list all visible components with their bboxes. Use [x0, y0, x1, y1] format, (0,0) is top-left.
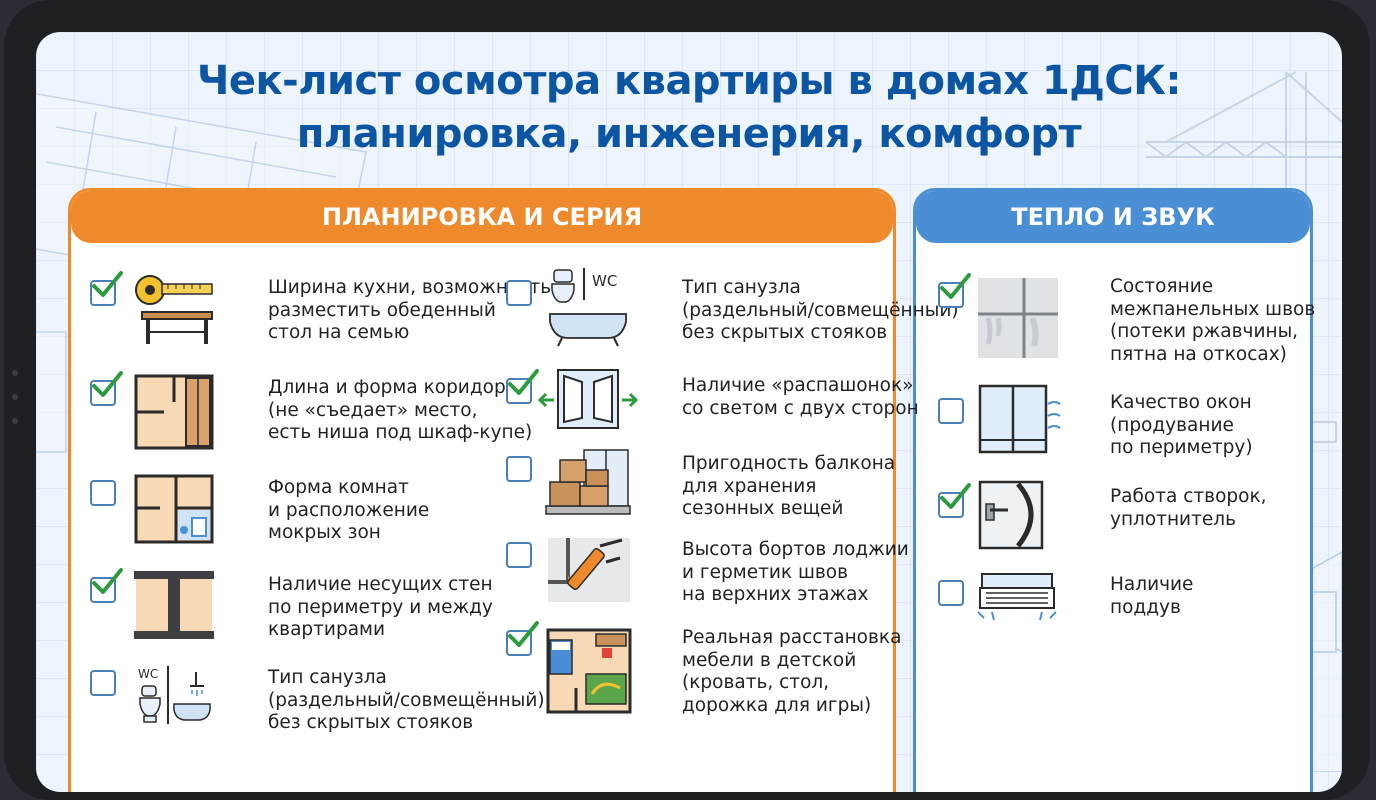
checkbox[interactable] [938, 483, 971, 518]
svg-text:WC: WC [138, 667, 158, 681]
tape-measure-table-icon [135, 275, 213, 344]
check-icon [92, 271, 123, 297]
check-icon [508, 621, 539, 647]
bathroom-type-icon: WC [138, 666, 211, 724]
room-plan-icon [134, 474, 214, 544]
check-icon [940, 273, 971, 299]
check-icon [940, 483, 971, 509]
svg-text:WC: WC [592, 272, 617, 290]
checkbox[interactable] [90, 480, 116, 506]
check-icon [92, 568, 123, 594]
checkbox[interactable] [506, 542, 532, 568]
item-text: Наличие «распашонок»со светом с двух сто… [682, 375, 919, 419]
page-title-line2: планировка, инженерия, комфорт [296, 111, 1082, 157]
kids-room-plan-icon [546, 628, 632, 714]
checkbox[interactable] [938, 580, 964, 606]
corridor-plan-icon [134, 374, 214, 450]
check-icon [92, 371, 123, 397]
item-text: Тип санузла(раздельный/совмещённый)без с… [682, 277, 959, 343]
bearing-wall-icon [134, 571, 214, 639]
toilet-bath-icon: WC [549, 268, 627, 347]
checkbox[interactable] [90, 371, 123, 406]
window-draft-icon [978, 384, 1061, 454]
double-window-icon [538, 369, 638, 429]
panel-header: ТЕПЛО И ЗВУК [916, 191, 1310, 243]
air-vent-icon [977, 573, 1057, 621]
item-text: Тип санузла(раздельный/совмещённый)без с… [268, 667, 545, 733]
check-icon [508, 369, 539, 395]
screen: Чек-лист осмотра квартиры в домах 1ДСК: … [36, 32, 1342, 792]
balcony-boxes-icon [545, 449, 631, 515]
checkbox[interactable] [506, 369, 539, 404]
checkbox[interactable] [90, 568, 123, 603]
checkbox[interactable] [90, 271, 123, 306]
sealant-gun-icon [548, 538, 630, 602]
checkbox[interactable] [938, 398, 964, 424]
bezel-buttons [12, 370, 18, 442]
panel-seam-icon [978, 278, 1058, 358]
item-text: Работа створок,уплотнитель [1110, 486, 1267, 530]
checkbox[interactable] [90, 670, 116, 696]
panel-header: ПЛАНИРОВКА И СЕРИЯ [71, 191, 893, 243]
checkbox[interactable] [506, 456, 532, 482]
checkbox[interactable] [938, 273, 971, 308]
item-text: Длина и форма коридора(не «съедает» мест… [268, 377, 533, 443]
page-title-line1: Чек-лист осмотра квартиры в домах 1ДСК: [197, 58, 1181, 104]
checkbox[interactable] [506, 621, 539, 656]
checkbox[interactable] [506, 280, 532, 306]
window-sash-icon [978, 480, 1044, 550]
